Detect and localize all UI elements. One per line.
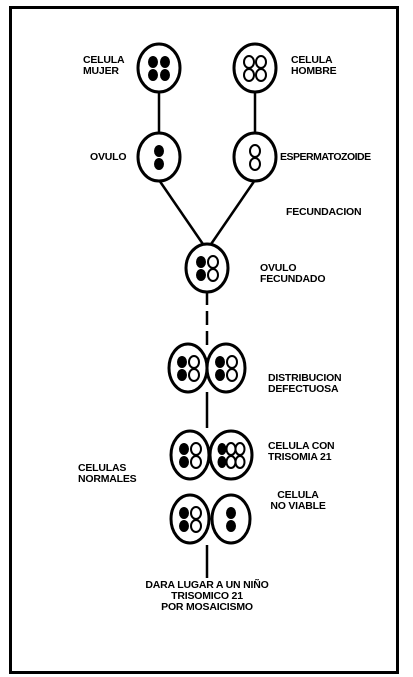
connector-ovulo-fecund — [157, 179, 209, 251]
cell-ovulo-fecundado — [184, 242, 230, 294]
cell-distribucion-right — [205, 342, 247, 394]
cell-no-viable — [210, 493, 252, 545]
cell-hombre — [232, 42, 278, 94]
cell-distribucion-left — [167, 342, 209, 394]
figure-frame — [9, 6, 399, 674]
cell-mujer — [136, 42, 182, 94]
cell-normal-top — [169, 429, 211, 481]
cell-espermatozoide — [232, 131, 278, 183]
cell-normal-bottom — [169, 493, 211, 545]
cell-trisomia — [208, 429, 254, 481]
label-fecundacion: FECUNDACION — [286, 206, 362, 218]
cell-ovulo — [136, 131, 182, 183]
connector-esperm-fecund — [205, 179, 257, 251]
label-espermatozoide: ESPERMATOZOIDE — [280, 151, 371, 163]
label-ovulo: OVULO — [90, 151, 127, 163]
